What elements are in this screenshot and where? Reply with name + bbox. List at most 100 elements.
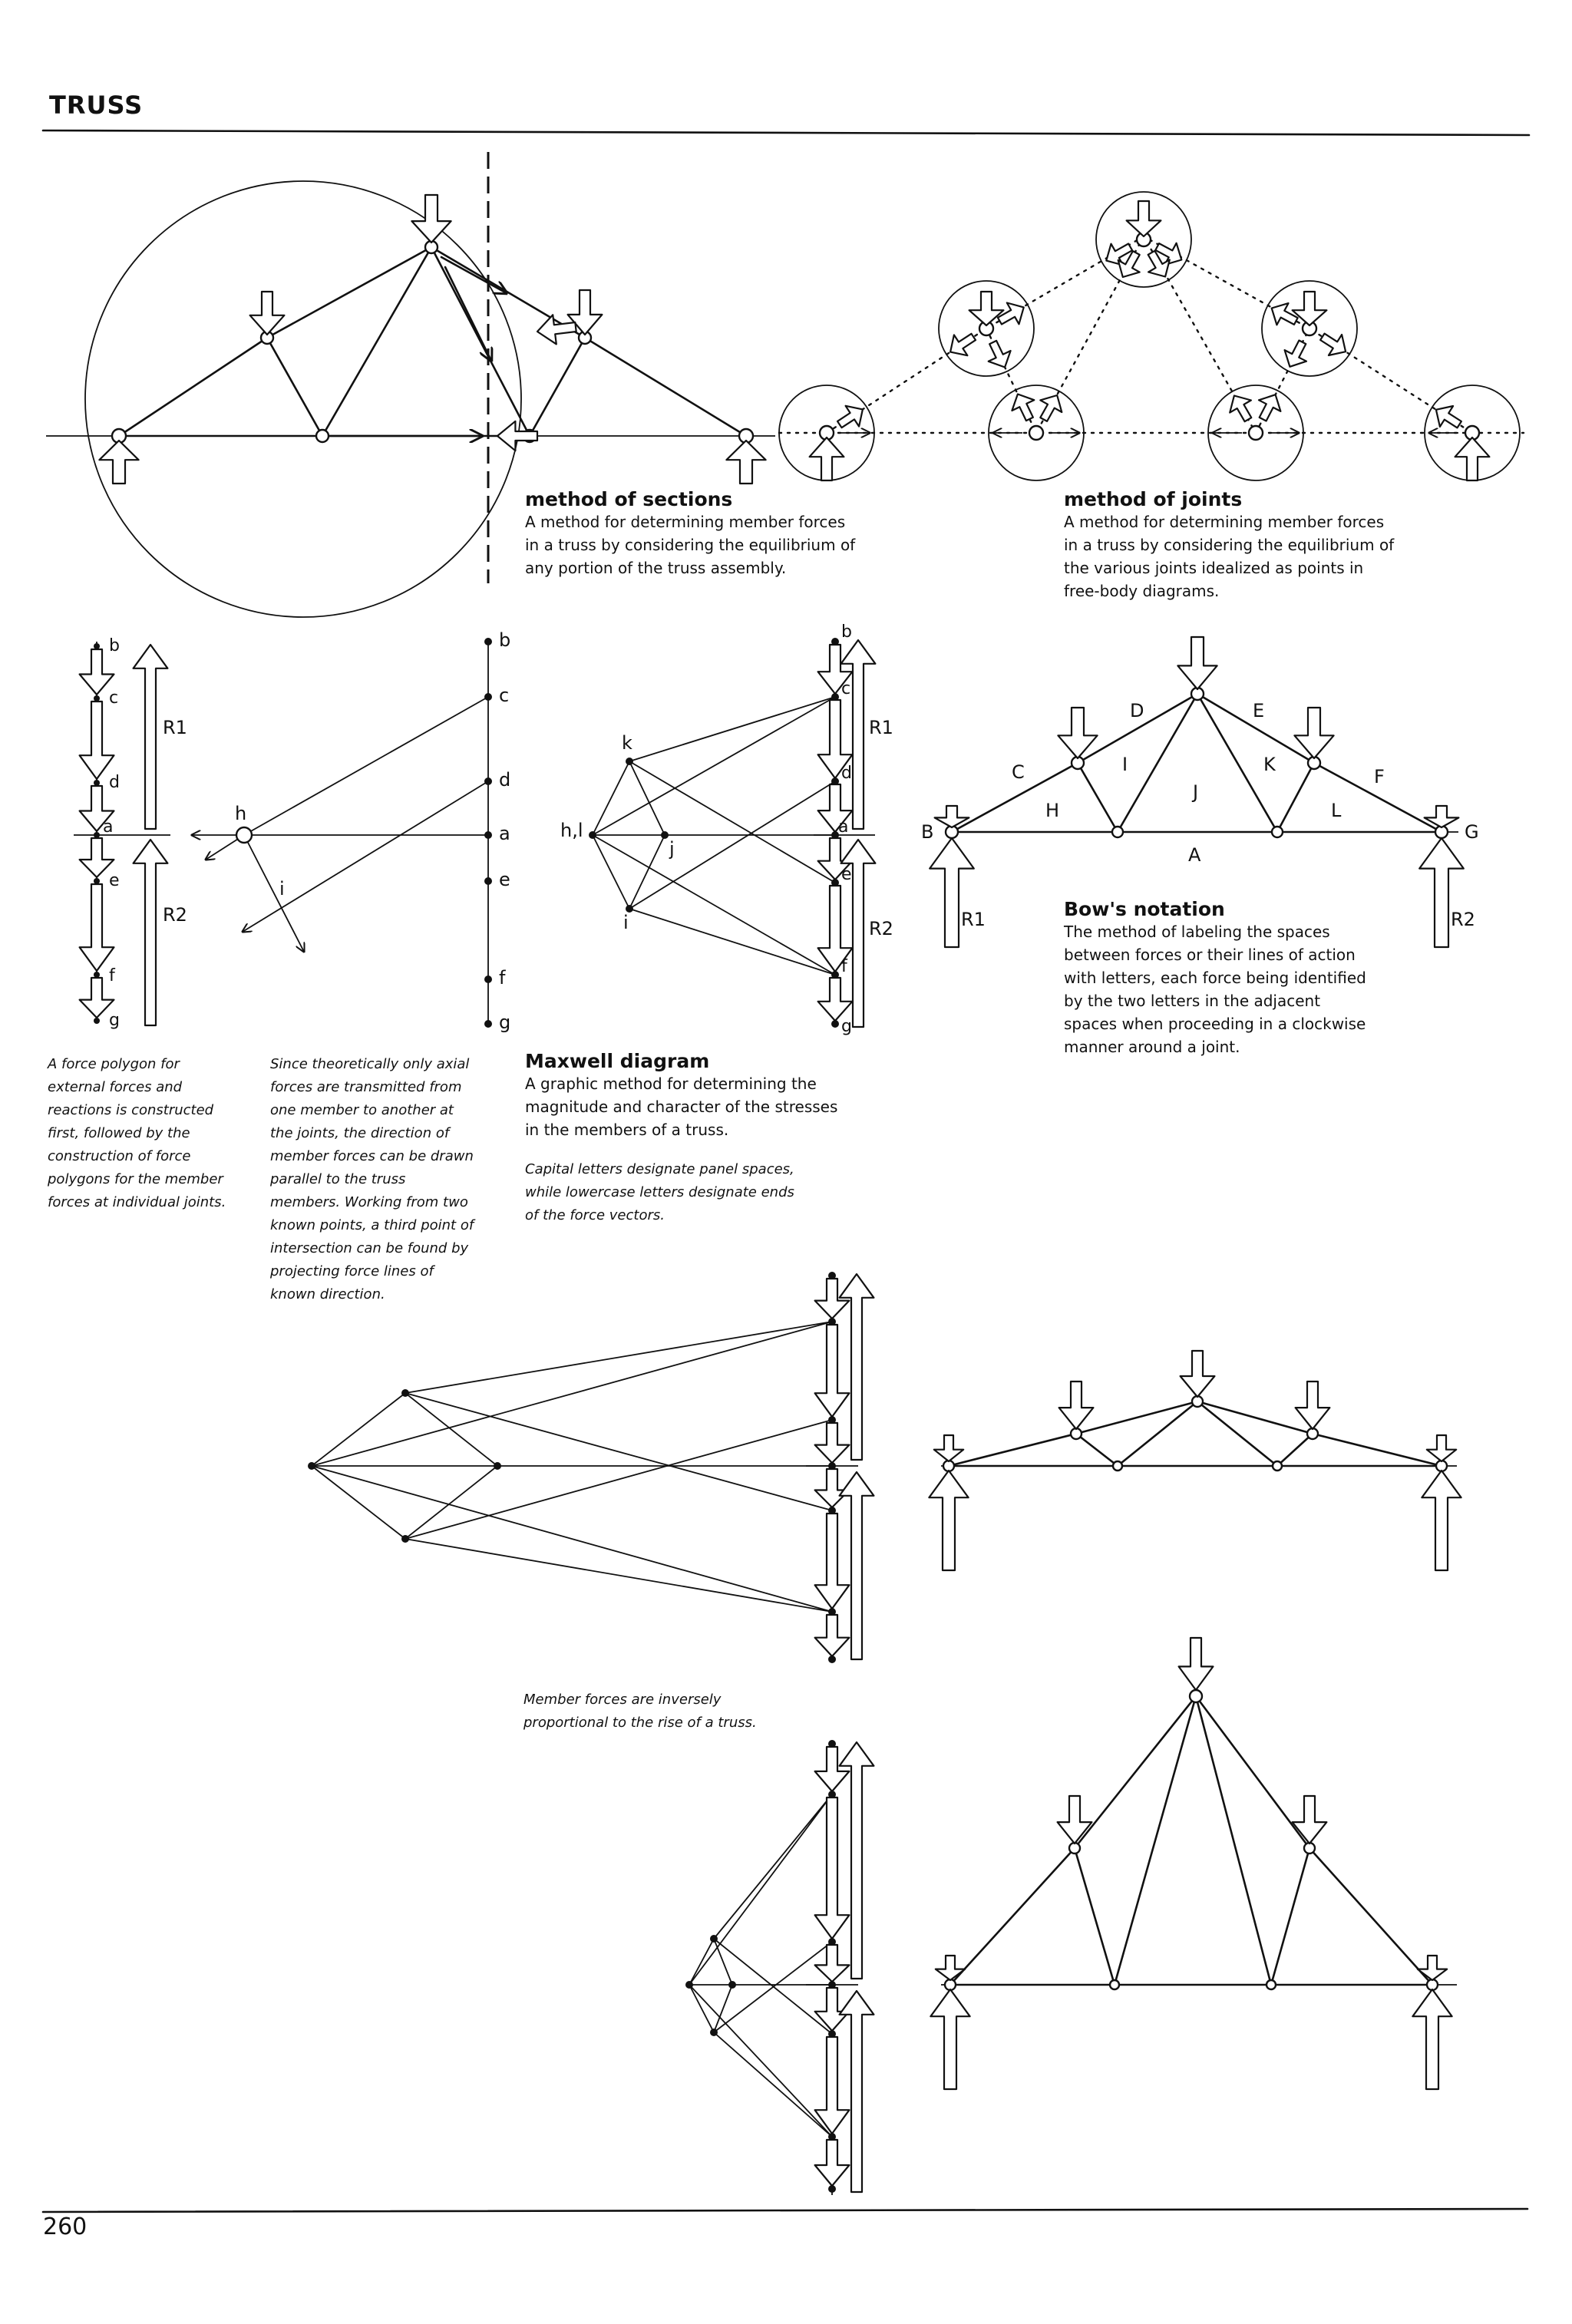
low-load-point bbox=[828, 1318, 836, 1325]
load-vector-arrow bbox=[78, 976, 115, 1019]
polygon-point bbox=[94, 878, 100, 884]
low-load-point bbox=[828, 1462, 836, 1470]
high-rise-truss-figure bbox=[930, 1636, 1457, 2091]
bows-space-label: C bbox=[1012, 761, 1025, 783]
load-line-point bbox=[484, 831, 492, 839]
point-label: g bbox=[109, 1011, 120, 1030]
polygon-point bbox=[94, 643, 100, 649]
member-force-arrow bbox=[536, 314, 577, 345]
maxwell-diagram-heading: Maxwell diagram bbox=[525, 1050, 710, 1072]
method-of-sections-caption: method of sections A method for determin… bbox=[525, 488, 878, 579]
bows-notation-caption: Bow's notation The method of labeling th… bbox=[1064, 898, 1402, 1058]
point-label: d bbox=[109, 773, 120, 792]
joints-dotted-top-chord bbox=[825, 235, 1474, 434]
maxwell-load-arrow bbox=[817, 643, 854, 695]
maxwell-load-point bbox=[831, 1020, 839, 1028]
load-line-point bbox=[484, 777, 492, 785]
member-force-arrow bbox=[496, 420, 539, 452]
maxwell-point-label: k bbox=[622, 732, 632, 754]
low-load-arrow bbox=[814, 1512, 850, 1610]
load-arrow bbox=[566, 289, 603, 336]
method-of-sections-line: A method for determining member forces bbox=[525, 513, 846, 531]
maxwell-line bbox=[592, 696, 836, 836]
load-line-point bbox=[484, 693, 492, 701]
section-joint bbox=[315, 428, 330, 444]
joint-circle bbox=[1095, 191, 1192, 288]
maxwell-line bbox=[629, 908, 836, 975]
high-rise-line bbox=[713, 1794, 833, 1939]
low-rise-truss-figure bbox=[928, 1349, 1462, 1572]
load-line-point bbox=[484, 877, 492, 885]
maxwell-point-label: c bbox=[841, 679, 850, 698]
low-truss-top-chord bbox=[947, 1400, 1443, 1467]
high-point bbox=[728, 1981, 736, 1989]
high-point bbox=[710, 2029, 718, 2036]
footer-rule bbox=[41, 2207, 1529, 2213]
bows-load-arrow bbox=[1057, 706, 1098, 760]
axial-forces-line: intersection can be found by bbox=[270, 1240, 469, 1256]
method-of-joints-caption: method of joints A method for determinin… bbox=[1064, 488, 1417, 602]
low-point bbox=[401, 1535, 409, 1543]
joint-member-arrow bbox=[949, 332, 977, 357]
maxwell-load-point bbox=[831, 971, 839, 979]
bows-notation-line: between forces or their lines of action bbox=[1064, 946, 1356, 964]
bows-load-arrow bbox=[1177, 635, 1218, 691]
high-load-point bbox=[828, 1938, 836, 1946]
section-web-members bbox=[266, 246, 586, 437]
low-truss-load-arrow bbox=[933, 1434, 965, 1463]
maxwell-line bbox=[592, 834, 836, 975]
low-truss-web-members bbox=[1075, 1400, 1314, 1467]
section-top-chord bbox=[117, 246, 748, 437]
low-truss-joint bbox=[1271, 1460, 1283, 1472]
maxwell-diagram-note: of the force vectors. bbox=[525, 1207, 665, 1223]
joint-member-arrow bbox=[1270, 302, 1299, 326]
high-rise-diagram-figure bbox=[685, 1740, 875, 2195]
maxwell-load-arrow bbox=[817, 698, 854, 780]
high-truss-joint bbox=[1188, 1689, 1204, 1704]
member-forces-rise-caption: Member forces are inversely proportional… bbox=[523, 1689, 831, 1735]
joint-member-arrow bbox=[1147, 249, 1171, 278]
axial-forces-line: one member to another at bbox=[270, 1102, 454, 1118]
load-line-point bbox=[484, 975, 492, 983]
high-truss-web-members bbox=[1073, 1695, 1311, 1986]
low-rise-line bbox=[405, 1538, 833, 1613]
joint-member-arrow bbox=[1117, 250, 1141, 279]
force-polygon-line: first, followed by the bbox=[48, 1125, 190, 1141]
joint-reaction-arrow bbox=[1454, 436, 1491, 482]
bows-load-arrow bbox=[1293, 706, 1335, 760]
axial-forces-line: known points, a third point of bbox=[270, 1217, 474, 1233]
low-rise-line bbox=[405, 1321, 833, 1394]
point-label: h bbox=[235, 803, 246, 824]
low-load-arrow bbox=[814, 1323, 850, 1418]
high-truss-top-chord bbox=[949, 1695, 1434, 1986]
joint-circle bbox=[938, 280, 1035, 377]
force-polygon-caption: A force polygon for external forces and … bbox=[48, 1053, 278, 1214]
joint-ring bbox=[1028, 424, 1045, 441]
low-load-arrow bbox=[814, 1613, 850, 1658]
bows-joint bbox=[1111, 825, 1125, 839]
maxwell-point-label: e bbox=[841, 865, 852, 884]
load-vector-arrow bbox=[78, 648, 115, 696]
maxwell-point bbox=[626, 905, 633, 913]
polygon-point bbox=[94, 695, 100, 701]
joint-ring bbox=[1247, 424, 1264, 441]
joint-circle bbox=[1207, 385, 1304, 481]
construction-line bbox=[243, 696, 489, 836]
member-forces-rise-line: Member forces are inversely bbox=[523, 1692, 722, 1708]
bows-space-label: E bbox=[1253, 700, 1264, 721]
maxwell-load-arrow bbox=[817, 976, 854, 1022]
bows-reaction-arrow bbox=[929, 837, 975, 949]
high-load-arrow bbox=[814, 2035, 850, 2135]
point-label: i bbox=[279, 878, 285, 900]
point-label: c bbox=[109, 688, 118, 708]
joint-member-arrow bbox=[1105, 243, 1134, 266]
low-truss-reaction-arrow bbox=[928, 1469, 969, 1572]
bows-space-label: I bbox=[1122, 754, 1128, 775]
low-truss-load-arrow bbox=[1058, 1380, 1095, 1431]
point-label: f bbox=[109, 966, 116, 985]
low-truss-load-arrow bbox=[1179, 1349, 1216, 1398]
reaction-arrow bbox=[725, 439, 767, 485]
